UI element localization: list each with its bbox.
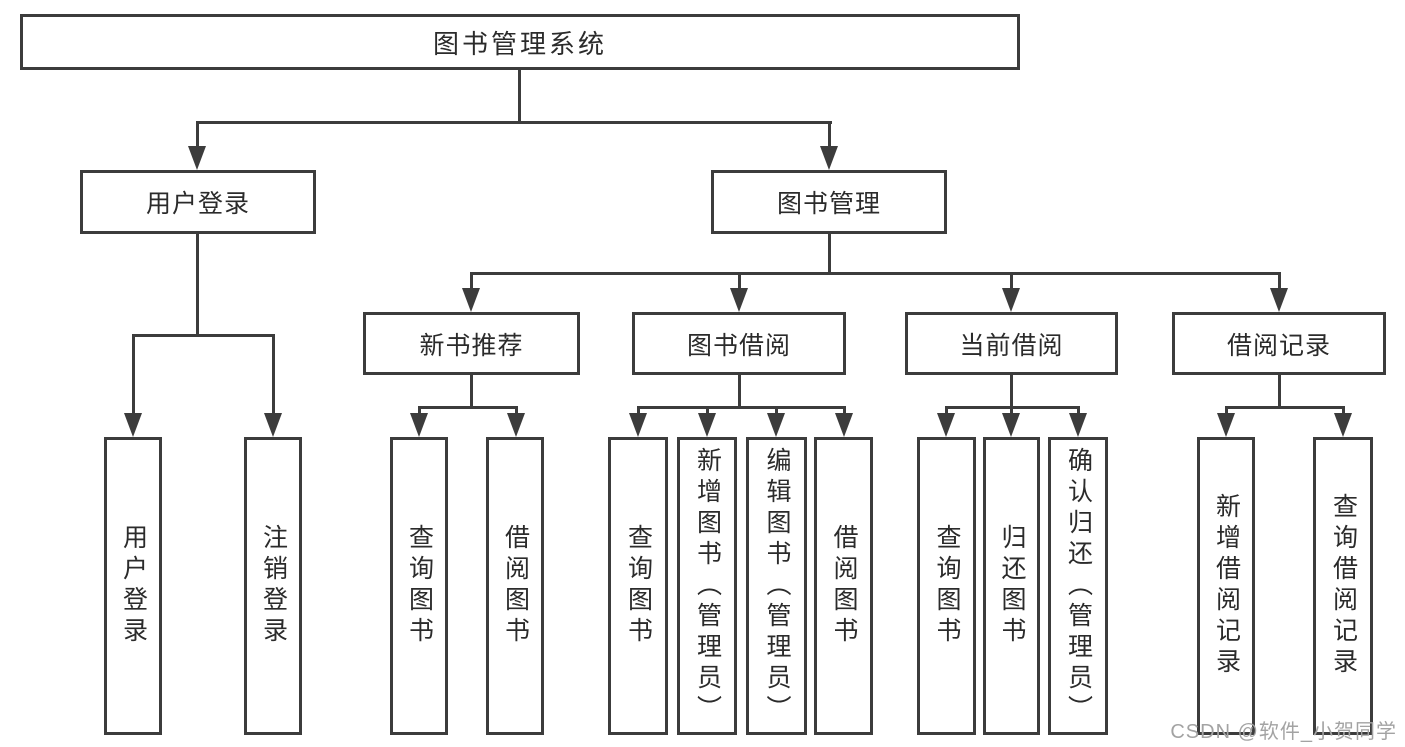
node-book-borrowing: 图书借阅 bbox=[632, 312, 846, 375]
leaf-user-login: 用户登录 bbox=[104, 437, 162, 735]
edge-current-leaf1-stub bbox=[945, 406, 948, 418]
arrow-down-icon bbox=[698, 413, 716, 437]
arrow-down-icon bbox=[1069, 413, 1087, 437]
leaf-records-add-record: 新增借阅记录 bbox=[1197, 437, 1255, 735]
edge-borrowing-leaf2-stub bbox=[706, 406, 709, 418]
edge-newbooks-vline bbox=[470, 375, 473, 409]
edge-bookmgmt-hline bbox=[470, 272, 1280, 275]
node-root-label: 图书管理系统 bbox=[432, 28, 607, 59]
arrow-down-icon bbox=[820, 146, 838, 170]
edge-userlogin-vline bbox=[196, 234, 199, 336]
leaf-current-query-books-label: 查询图书 bbox=[933, 524, 961, 648]
edge-borrowing-leaf3-stub bbox=[775, 406, 778, 418]
node-book-management: 图书管理 bbox=[711, 170, 947, 234]
arrow-down-icon bbox=[1002, 413, 1020, 437]
leaf-borrowing-borrow-books-label: 借阅图书 bbox=[830, 524, 858, 648]
edge-bookmgmt-vline bbox=[828, 234, 831, 275]
arrow-down-icon bbox=[1334, 413, 1352, 437]
arrow-down-icon bbox=[462, 288, 480, 312]
edge-records-leaf2-stub bbox=[1342, 406, 1345, 418]
node-borrow-records: 借阅记录 bbox=[1172, 312, 1386, 375]
leaf-current-return-books-label: 归还图书 bbox=[998, 524, 1026, 648]
edge-root-hline bbox=[196, 121, 832, 124]
arrow-down-icon bbox=[124, 413, 142, 437]
node-root: 图书管理系统 bbox=[20, 14, 1020, 70]
edge-borrowing-hline bbox=[637, 406, 845, 409]
edge-bookmgmt-newbooks-stub bbox=[470, 272, 473, 294]
node-user-login: 用户登录 bbox=[80, 170, 316, 234]
arrow-down-icon bbox=[1270, 288, 1288, 312]
edge-current-leaf2-stub bbox=[1010, 406, 1013, 418]
node-borrow-records-label: 借阅记录 bbox=[1226, 331, 1331, 360]
leaf-current-confirm-return-admin-label: 确认归还（管理员） bbox=[1064, 446, 1093, 726]
arrow-down-icon bbox=[1217, 413, 1235, 437]
node-current-borrowing: 当前借阅 bbox=[905, 312, 1118, 375]
leaf-current-confirm-return-admin: 确认归还（管理员） bbox=[1048, 437, 1108, 735]
leaf-borrowing-add-books-admin: 新增图书（管理员） bbox=[677, 437, 737, 735]
edge-userlogin-leaf1-stub bbox=[132, 334, 135, 416]
watermark: CSDN @软件_小贺同学 bbox=[1170, 721, 1397, 743]
arrow-down-icon bbox=[1002, 288, 1020, 312]
leaf-current-return-books: 归还图书 bbox=[983, 437, 1040, 735]
node-current-borrowing-label: 当前借阅 bbox=[959, 331, 1064, 360]
edge-borrowing-vline bbox=[738, 375, 741, 409]
arrow-down-icon bbox=[188, 146, 206, 170]
edge-current-vline bbox=[1010, 375, 1013, 409]
leaf-records-query-record-label: 查询借阅记录 bbox=[1329, 493, 1358, 679]
edge-records-vline bbox=[1278, 375, 1281, 409]
edge-borrowing-leaf4-stub bbox=[843, 406, 846, 418]
leaf-borrowing-edit-books-admin: 编辑图书（管理员） bbox=[746, 437, 807, 735]
edge-root-vline bbox=[518, 70, 521, 123]
edge-current-leaf3-stub bbox=[1077, 406, 1080, 418]
node-book-borrowing-label: 图书借阅 bbox=[686, 331, 791, 360]
leaf-records-query-record: 查询借阅记录 bbox=[1313, 437, 1373, 735]
leaf-logout-label: 注销登录 bbox=[259, 524, 288, 648]
node-new-book-recommend-label: 新书推荐 bbox=[419, 331, 524, 360]
leaf-borrowing-edit-books-admin-label: 编辑图书（管理员） bbox=[763, 446, 791, 726]
arrow-down-icon bbox=[264, 413, 282, 437]
edge-bookmgmt-current-stub bbox=[1010, 272, 1013, 294]
node-book-management-label: 图书管理 bbox=[776, 190, 881, 218]
leaf-borrowing-query-books: 查询图书 bbox=[608, 437, 668, 735]
arrow-down-icon bbox=[835, 413, 853, 437]
edge-newbooks-leaf2-stub bbox=[515, 406, 518, 418]
edge-newbooks-leaf1-stub bbox=[418, 406, 421, 418]
leaf-borrowing-query-books-label: 查询图书 bbox=[624, 524, 653, 648]
leaf-records-add-record-label: 新增借阅记录 bbox=[1212, 493, 1241, 679]
leaf-user-login-label: 用户登录 bbox=[119, 524, 148, 648]
arrow-down-icon bbox=[410, 413, 428, 437]
arrow-down-icon bbox=[629, 413, 647, 437]
arrow-down-icon bbox=[507, 413, 525, 437]
arrow-down-icon bbox=[730, 288, 748, 312]
edge-bookmgmt-borrowing-stub bbox=[738, 272, 741, 294]
edge-userlogin-leaf2-stub bbox=[272, 334, 275, 416]
leaf-newbooks-query-books-label: 查询图书 bbox=[405, 524, 434, 648]
edge-records-hline bbox=[1225, 406, 1344, 409]
leaf-newbooks-borrow-books-label: 借阅图书 bbox=[501, 524, 530, 648]
edge-records-leaf1-stub bbox=[1225, 406, 1228, 418]
leaf-borrowing-borrow-books: 借阅图书 bbox=[814, 437, 873, 735]
node-new-book-recommend: 新书推荐 bbox=[363, 312, 580, 375]
arrow-down-icon bbox=[767, 413, 785, 437]
leaf-newbooks-query-books: 查询图书 bbox=[390, 437, 448, 735]
edge-bookmgmt-records-stub bbox=[1278, 272, 1281, 294]
node-user-login-label: 用户登录 bbox=[145, 190, 250, 218]
leaf-logout: 注销登录 bbox=[244, 437, 302, 735]
edge-root-userlogin-stub bbox=[196, 121, 199, 149]
arrow-down-icon bbox=[937, 413, 955, 437]
edge-userlogin-hline bbox=[132, 334, 275, 337]
edge-root-bookmgmt-stub bbox=[828, 121, 831, 149]
edge-newbooks-hline bbox=[418, 406, 517, 409]
leaf-current-query-books: 查询图书 bbox=[917, 437, 976, 735]
edge-borrowing-leaf1-stub bbox=[637, 406, 640, 418]
leaf-borrowing-add-books-admin-label: 新增图书（管理员） bbox=[693, 446, 722, 726]
leaf-newbooks-borrow-books: 借阅图书 bbox=[486, 437, 544, 735]
